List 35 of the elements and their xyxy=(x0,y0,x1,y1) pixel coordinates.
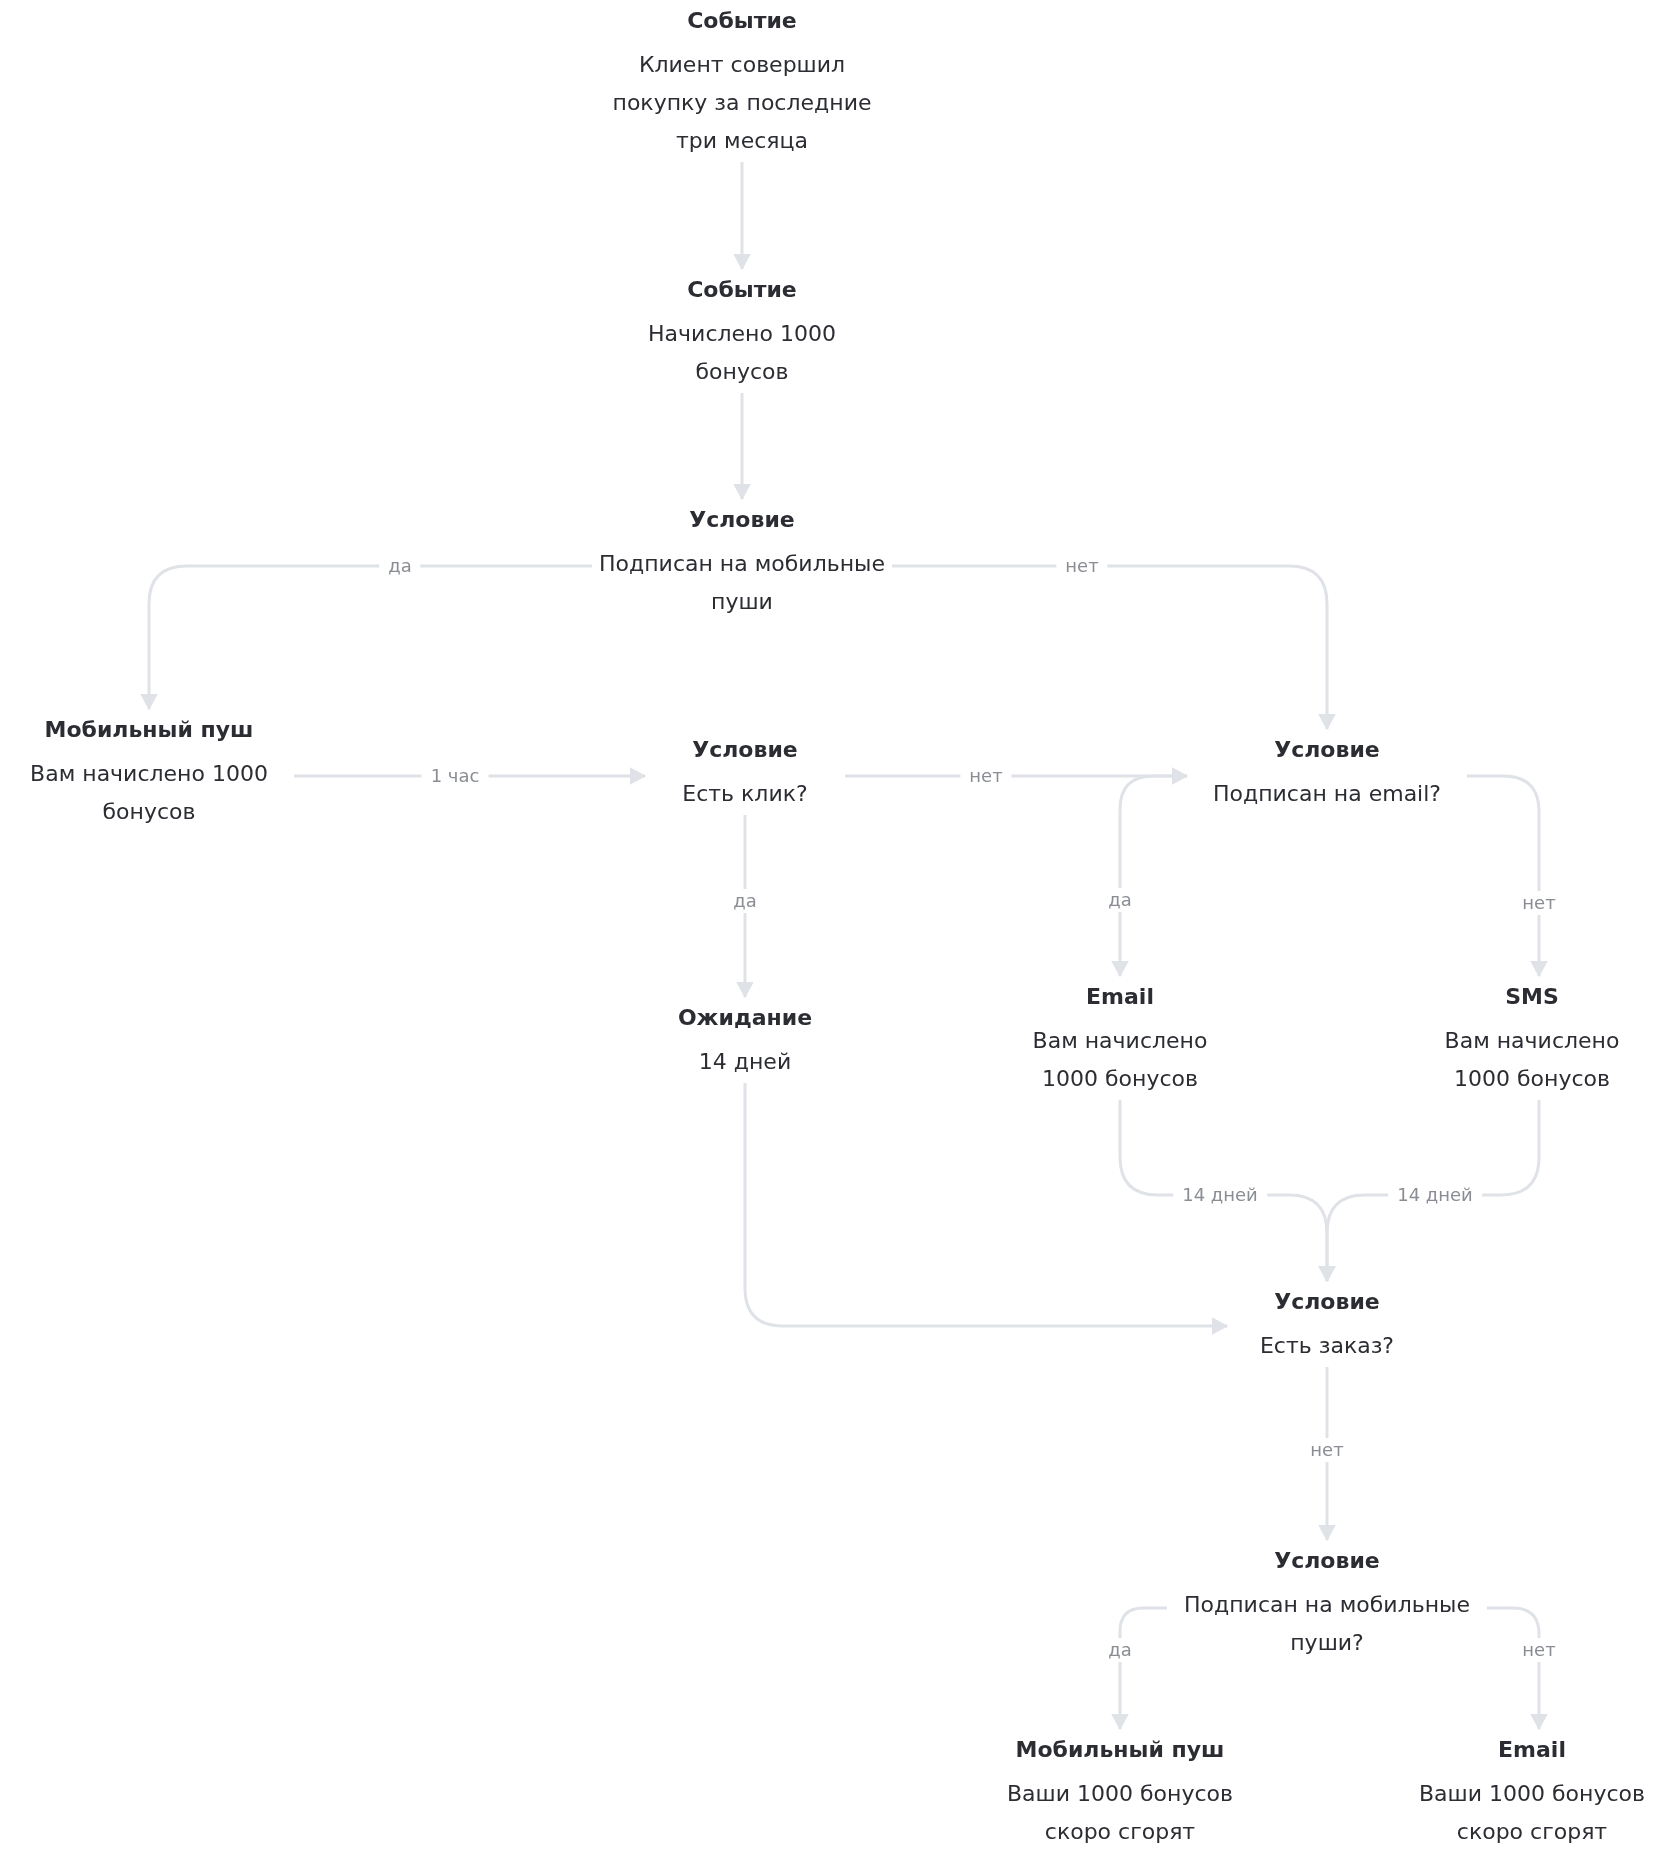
step-heading: Условие xyxy=(1273,1288,1381,1316)
step-text: Есть заказ? xyxy=(1258,1332,1396,1360)
step-text: Начислено 1000 бонусов xyxy=(647,320,837,386)
step-text: Есть клик? xyxy=(681,780,809,808)
step-heading: Условие xyxy=(1273,736,1381,764)
arrow xyxy=(1111,774,1187,978)
step-text: Подписан на мобильные пуши? xyxy=(1183,1591,1471,1657)
step-heading: Условие xyxy=(688,506,796,534)
arrow xyxy=(736,815,754,999)
step-heading: Событие xyxy=(686,276,798,304)
step-heading: Email xyxy=(1085,983,1155,1011)
arrow xyxy=(733,393,751,501)
step-text: 14 дней xyxy=(697,1048,793,1076)
step-heading: Мобильный пуш xyxy=(43,716,255,744)
step-heading: Событие xyxy=(686,7,798,35)
step-heading: Условие xyxy=(691,736,799,764)
step-heading: Ожидание xyxy=(676,1004,814,1032)
arrow xyxy=(892,564,1336,731)
step-text: Вам начислено 1000 бонусов xyxy=(1031,1027,1209,1093)
step-heading: Условие xyxy=(1273,1547,1381,1575)
arrow xyxy=(140,564,592,711)
arrow xyxy=(1318,1367,1336,1542)
step-text: Вам начислено 1000 бонусов xyxy=(29,760,269,826)
step-text: Ваши 1000 бонусов скоро сгорят xyxy=(1418,1780,1646,1846)
step-heading: Мобильный пуш xyxy=(1014,1736,1226,1764)
step-text: Клиент совершил покупку за последние три месяца xyxy=(611,51,873,155)
step-text: Подписан на мобильные пуши xyxy=(598,550,886,616)
step-heading: SMS xyxy=(1504,983,1560,1011)
arrow xyxy=(733,162,751,271)
arrow xyxy=(743,1083,1229,1335)
step-text: Ваши 1000 бонусов скоро сгорят xyxy=(1006,1780,1234,1846)
step-heading: Email xyxy=(1497,1736,1567,1764)
step-text: Подписан на email? xyxy=(1211,780,1443,808)
arrow xyxy=(1467,774,1548,978)
step-text: Вам начислено 1000 бонусов xyxy=(1443,1027,1621,1093)
